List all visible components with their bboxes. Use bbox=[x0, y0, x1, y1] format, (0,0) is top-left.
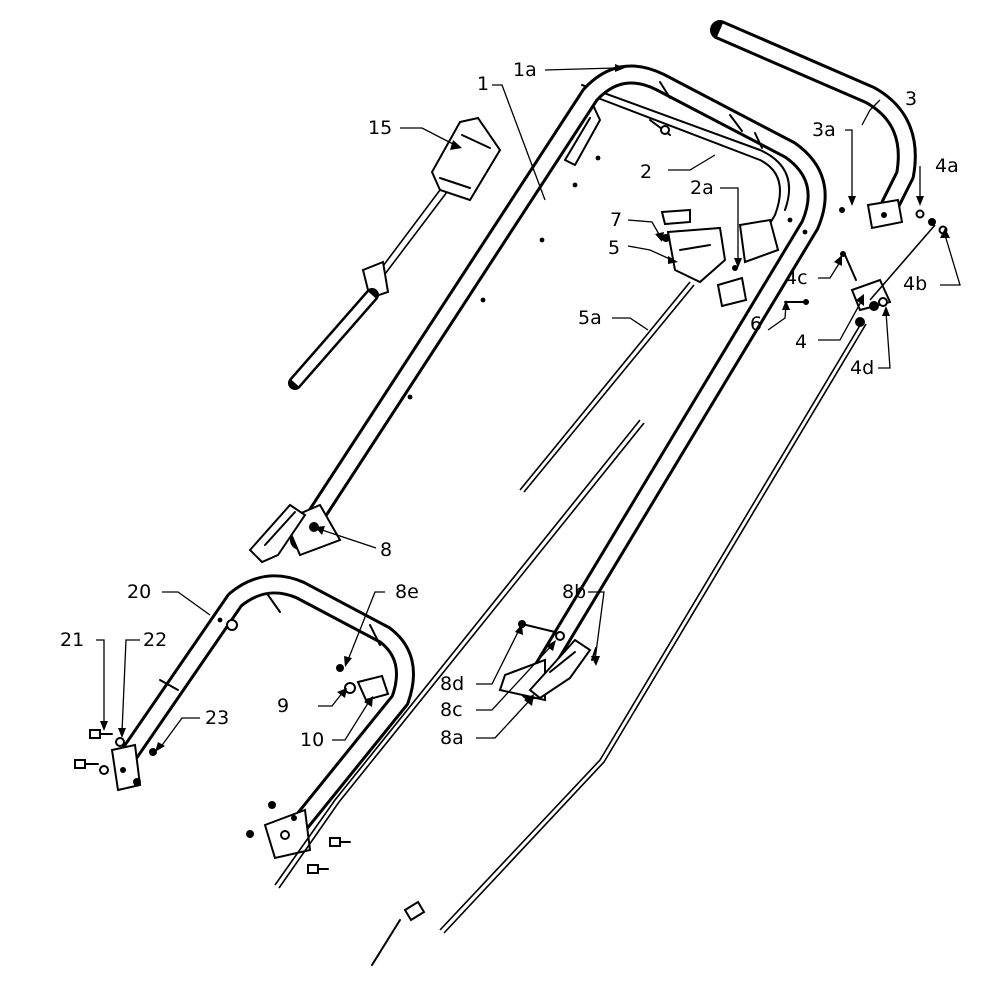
part-5-throttle-lever bbox=[519, 208, 727, 493]
callout-20: 20 bbox=[127, 581, 151, 603]
callout-22: 22 bbox=[143, 629, 167, 651]
callout-6: 6 bbox=[750, 313, 762, 335]
callout-8b: 8b bbox=[562, 581, 586, 603]
callout-3a: 3a bbox=[812, 119, 836, 141]
callout-2a: 2a bbox=[690, 177, 714, 199]
callout-4d: 4d bbox=[850, 357, 874, 379]
part-2a-clamp bbox=[716, 265, 748, 308]
control-cable-left-outer bbox=[278, 422, 645, 889]
part-2-bail-bar bbox=[564, 84, 790, 264]
callout-2: 2 bbox=[640, 161, 652, 183]
part-20-lower-handle bbox=[110, 574, 415, 860]
callout-8a: 8a bbox=[440, 727, 464, 749]
callout-8: 8 bbox=[380, 539, 392, 561]
callout-8c: 8c bbox=[440, 699, 463, 721]
part-8-cable-guide bbox=[248, 503, 319, 564]
callout-21: 21 bbox=[60, 629, 84, 651]
control-cable-left bbox=[274, 419, 641, 886]
part-21-bolts bbox=[74, 729, 351, 874]
part-4-adjuster bbox=[371, 207, 948, 966]
callout-1: 1 bbox=[477, 73, 489, 95]
part-1-upper-handle bbox=[283, 64, 827, 702]
callout-5a: 5a bbox=[578, 307, 602, 329]
callout-5: 5 bbox=[608, 237, 620, 259]
callout-4a: 4a bbox=[935, 155, 959, 177]
callout-1a: 1a bbox=[513, 59, 537, 81]
part-10-cable-clip bbox=[336, 664, 390, 702]
callout-9: 9 bbox=[277, 695, 289, 717]
callout-8d: 8d bbox=[440, 673, 464, 695]
callout-23: 23 bbox=[205, 707, 229, 729]
part-15-starter-lead bbox=[288, 116, 502, 390]
part-3-top-grip bbox=[710, 20, 917, 230]
callout-4b: 4b bbox=[903, 273, 927, 295]
callout-4: 4 bbox=[795, 331, 807, 353]
callout-7: 7 bbox=[610, 209, 622, 231]
callout-8e: 8e bbox=[395, 581, 419, 603]
leader-lines bbox=[96, 64, 961, 752]
callout-15: 15 bbox=[368, 117, 392, 139]
callout-3: 3 bbox=[905, 88, 917, 110]
callout-10: 10 bbox=[300, 729, 324, 751]
callout-4c: 4c bbox=[785, 267, 808, 289]
part-8a-lower-clamp bbox=[518, 620, 597, 700]
